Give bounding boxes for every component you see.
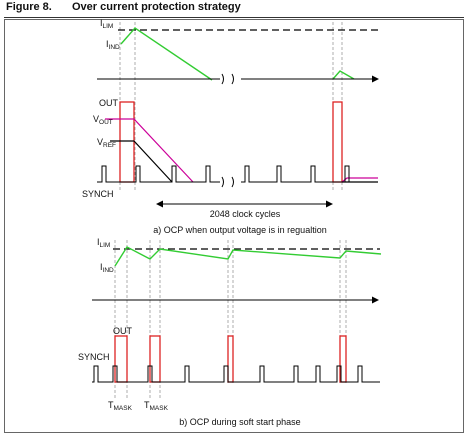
panel-a-vout-trace-2: [341, 177, 378, 183]
panel-b-out-label: OUT: [113, 326, 133, 336]
panel-b-tmask2-label: TMASK: [144, 400, 169, 412]
panel-a-synch-train: [97, 165, 220, 183]
panel-a-vref-trace: [110, 140, 173, 183]
panel-b-ilim-label: ILIM: [97, 237, 110, 249]
panel-a-ilim-label: ILIM: [100, 18, 113, 30]
figure-title: Over current protection strategy: [72, 1, 241, 13]
panel-a-guides: [119, 22, 343, 190]
panel-b-out-pulse-3: [227, 335, 234, 383]
panel-a-vout-label: VOUT: [93, 114, 113, 126]
panel-a-out-label: OUT: [99, 98, 119, 108]
panel-a: ILIM IIND OUT VOUT VREF SYNCH 2048 clock…: [82, 18, 380, 235]
panel-a-caption: a) OCP when output voltage is in regualt…: [153, 225, 326, 235]
panel-b-iind-label: IIND: [100, 262, 114, 274]
panel-a-synch-label: SYNCH: [82, 189, 114, 199]
panel-b-tmask1-label: TMASK: [108, 400, 133, 412]
figure-number: Figure 8.: [6, 1, 52, 13]
synch-break-symbol: [221, 176, 234, 188]
panel-a-vout-trace: [105, 118, 194, 183]
panel-b: ILIM IIND OUT SYNCH TMASK TMASK b) OCP d…: [78, 237, 382, 427]
figure-frame: [4, 19, 464, 433]
panel-a-vref-label: VREF: [97, 137, 116, 149]
panel-b-synch-label: SYNCH: [78, 352, 110, 362]
panel-a-inductor-current-restart: [332, 70, 355, 80]
panel-a-inductor-current: [120, 27, 213, 81]
panel-a-out-pulse-2: [332, 101, 343, 183]
panel-a-out-pulse-1: [119, 101, 135, 183]
panel-a-interval-label: 2048 clock cycles: [210, 209, 281, 219]
panel-b-inductor-current: [114, 246, 382, 267]
panel-a-iind-label: IIND: [106, 39, 120, 51]
figure-header: Figure 8. Over current protection strate…: [4, 1, 464, 18]
axis-break-symbol: [221, 73, 234, 85]
panel-b-synch-train: [92, 365, 380, 383]
panel-b-caption: b) OCP during soft start phase: [179, 417, 300, 427]
panel-a-synch-train-2: [241, 165, 378, 183]
